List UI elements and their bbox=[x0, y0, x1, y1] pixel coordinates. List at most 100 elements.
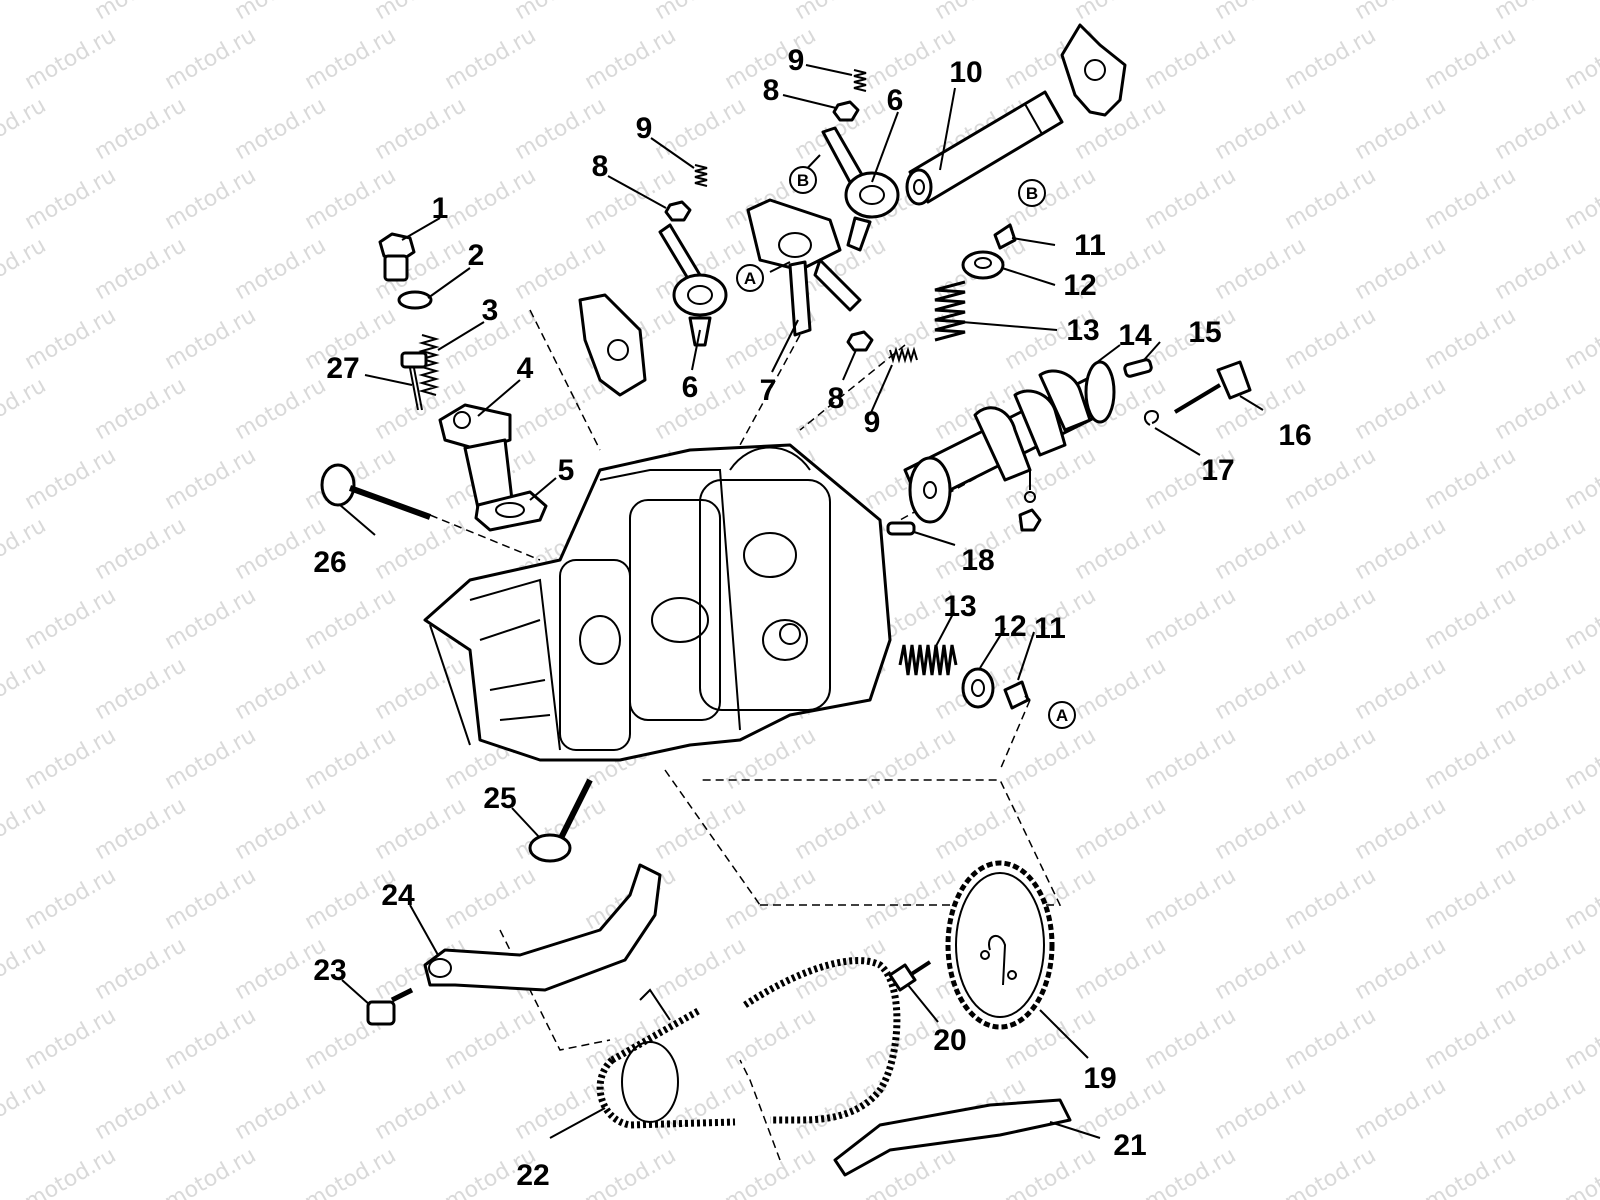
watermark-text: motod.ru bbox=[1491, 933, 1591, 1005]
part-25-valve bbox=[528, 778, 593, 863]
watermark-text: motod.ru bbox=[1141, 723, 1241, 795]
watermark-text: motod.ru bbox=[301, 23, 401, 95]
watermark-text: motod.ru bbox=[1141, 863, 1241, 935]
part-6-rocker-arm-right bbox=[821, 126, 900, 252]
watermark-text: motod.ru bbox=[861, 23, 961, 95]
callout-11-upper: 11 bbox=[1074, 229, 1106, 262]
watermark-text: motod.ru bbox=[1561, 1003, 1600, 1075]
watermark-text: motod.ru bbox=[1421, 23, 1521, 95]
watermark-text: motod.ru bbox=[21, 163, 121, 235]
watermark-text: motod.ru bbox=[1071, 793, 1171, 865]
part-13-spring-upper bbox=[934, 280, 966, 342]
callout-14: 14 bbox=[1118, 319, 1152, 352]
watermark-text: motod.ru bbox=[231, 1073, 331, 1145]
callout-2: 2 bbox=[468, 239, 485, 272]
ref-label-a-upper: A bbox=[744, 269, 756, 288]
watermark-text: motod.ru bbox=[1561, 723, 1600, 795]
watermark-text: motod.ru bbox=[651, 93, 751, 165]
watermark-text: motod.ru bbox=[861, 723, 961, 795]
ref-label-a-lower: A bbox=[1056, 706, 1068, 725]
callout-3: 3 bbox=[482, 294, 499, 327]
ref-mark-a-lower: A bbox=[1048, 701, 1076, 729]
watermark-text: motod.ru bbox=[21, 583, 121, 655]
watermark-text: motod.ru bbox=[1351, 793, 1451, 865]
watermark-text: motod.ru bbox=[91, 233, 191, 305]
watermark-text: motod.ru bbox=[1211, 0, 1311, 25]
watermark-text: motod.ru bbox=[651, 0, 751, 25]
watermark-text: motod.ru bbox=[791, 793, 891, 865]
watermark-text: motod.ru bbox=[371, 93, 471, 165]
part-6-rocker-arm-left bbox=[658, 223, 728, 347]
callout-7: 7 bbox=[760, 374, 777, 407]
ref-mark-b-right: B bbox=[1018, 179, 1046, 207]
watermark-text: motod.ru bbox=[1561, 1143, 1600, 1200]
reference-marks: A A B B bbox=[736, 166, 1076, 729]
part-27-bolt bbox=[400, 351, 428, 411]
rocker-support-bracket-left bbox=[578, 293, 647, 397]
part-21-chain-guide bbox=[833, 1098, 1072, 1177]
watermark-text: motod.ru bbox=[1281, 1143, 1381, 1200]
watermark-text: motod.ru bbox=[1141, 1143, 1241, 1200]
callout-4: 4 bbox=[517, 352, 534, 385]
callout-10: 10 bbox=[949, 56, 982, 89]
watermark-text: motod.ru bbox=[1491, 233, 1591, 305]
watermark-text: motod.ru bbox=[1001, 1143, 1101, 1200]
watermark-text: motod.ru bbox=[1071, 0, 1171, 25]
callout-18: 18 bbox=[961, 544, 994, 577]
callout-23: 23 bbox=[313, 954, 346, 987]
watermark-text: motod.ru bbox=[721, 1143, 821, 1200]
watermark-text: motod.ru bbox=[441, 863, 541, 935]
watermark-text: motod.ru bbox=[1351, 93, 1451, 165]
watermark-text: motod.ru bbox=[21, 23, 121, 95]
part-12-retainer-upper bbox=[961, 250, 1005, 280]
watermark-text: motod.ru bbox=[301, 1143, 401, 1200]
watermark-text: motod.ru bbox=[0, 1073, 50, 1145]
watermark-text: motod.ru bbox=[161, 163, 261, 235]
watermark-text: motod.ru bbox=[161, 1003, 261, 1075]
watermark-text: motod.ru bbox=[91, 653, 191, 725]
cylinder-head bbox=[423, 443, 892, 762]
leader-lines bbox=[339, 64, 1264, 1139]
watermark-text: motod.ru bbox=[861, 303, 961, 375]
watermark-text: motod.ru bbox=[91, 0, 191, 25]
watermark-text: motod.ru bbox=[231, 93, 331, 165]
watermark-text: motod.ru bbox=[1561, 863, 1600, 935]
watermark-text: motod.ru bbox=[1561, 583, 1600, 655]
watermark-text: motod.ru bbox=[301, 163, 401, 235]
callout-16: 16 bbox=[1278, 419, 1311, 452]
part-20-sprocket-bolt bbox=[888, 960, 932, 992]
watermark-text: motod.ru bbox=[301, 723, 401, 795]
watermark-text: motod.ru bbox=[1071, 513, 1171, 585]
callout-6-right: 6 bbox=[887, 84, 904, 117]
callout-24: 24 bbox=[381, 879, 415, 912]
part-23-bolt bbox=[366, 987, 414, 1026]
watermark-text: motod.ru bbox=[371, 513, 471, 585]
callout-19: 19 bbox=[1083, 1062, 1116, 1095]
watermark-text: motod.ru bbox=[161, 23, 261, 95]
watermark-text: motod.ru bbox=[1281, 1003, 1381, 1075]
watermark-text: motod.ru bbox=[1561, 163, 1600, 235]
part-22-cam-chain bbox=[596, 957, 901, 1129]
watermark-text: motod.ru bbox=[0, 513, 50, 585]
watermark-text: motod.ru bbox=[0, 0, 50, 25]
part-8-nut-top bbox=[832, 100, 860, 122]
callout-12-lower: 12 bbox=[993, 610, 1026, 643]
ref-mark-b-left: B bbox=[789, 166, 817, 194]
watermark-text: motod.ru bbox=[931, 793, 1031, 865]
callout-12-upper: 12 bbox=[1063, 269, 1096, 302]
watermark-text: motod.ru bbox=[1281, 443, 1381, 515]
callouts: 1 2 3 4 5 6 6 7 8 8 8 9 9 9 10 11 11 12 … bbox=[313, 44, 1311, 1192]
watermark-text: motod.ru bbox=[21, 1143, 121, 1200]
callout-9-lower: 9 bbox=[864, 406, 881, 439]
part-13-spring-lower bbox=[898, 644, 958, 676]
watermark-text: motod.ru bbox=[0, 933, 50, 1005]
callout-6-left: 6 bbox=[682, 371, 699, 404]
watermark-text: motod.ru bbox=[21, 723, 121, 795]
watermark-text: motod.ru bbox=[1281, 583, 1381, 655]
watermark-text: motod.ru bbox=[651, 373, 751, 445]
callout-9-top: 9 bbox=[788, 44, 805, 77]
watermark-text: motod.ru bbox=[441, 23, 541, 95]
watermark-text: motod.ru bbox=[1281, 23, 1381, 95]
watermark-text: motod.ru bbox=[721, 1003, 821, 1075]
